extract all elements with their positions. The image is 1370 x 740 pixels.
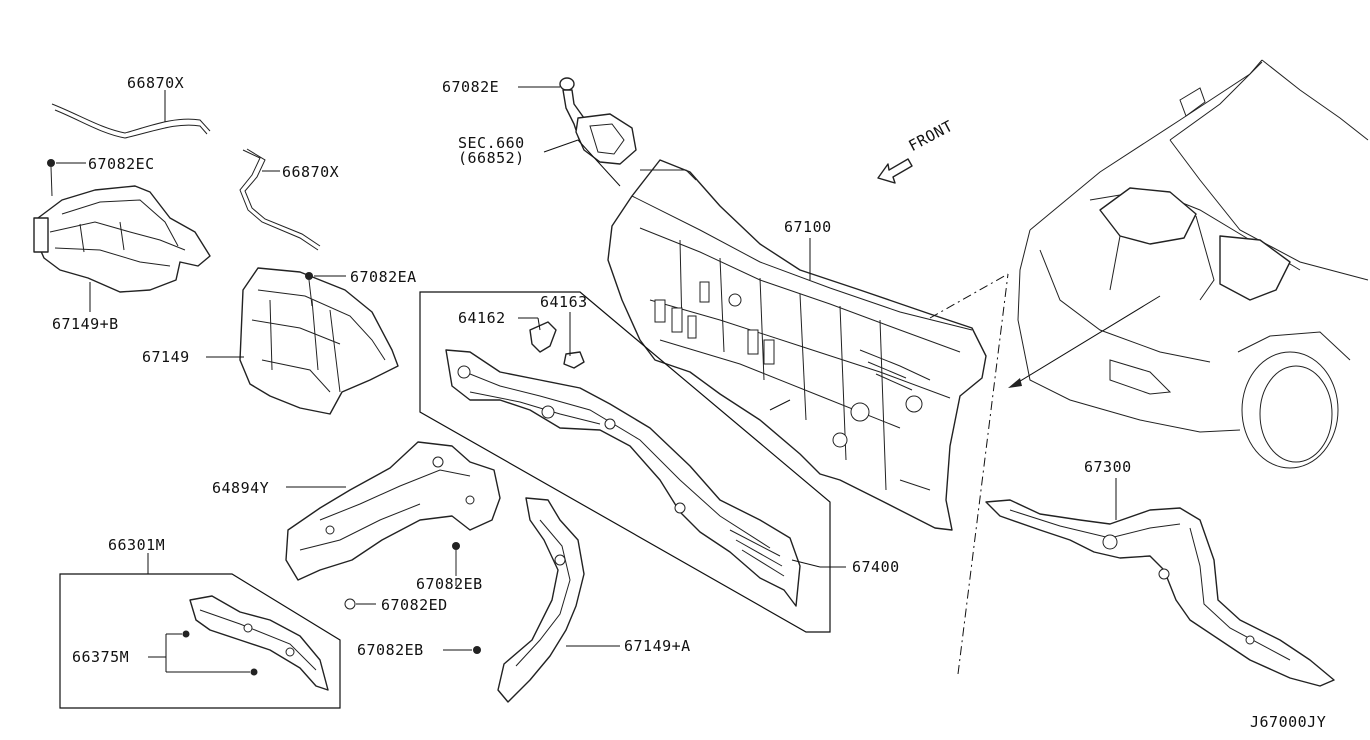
callout-line-upper (929, 273, 1009, 319)
label-67149b: 67149+B (52, 315, 119, 333)
part-64163 (563, 351, 585, 369)
clip-67082ea (305, 272, 313, 307)
part-66301m (189, 595, 329, 691)
label-66870x-top: 66870X (127, 74, 185, 92)
part-67149a (497, 497, 585, 703)
label-66852: (66852) (458, 149, 525, 167)
clip-67082eb-mid (452, 542, 460, 576)
label-67082ea: 67082EA (350, 268, 417, 286)
label-67300: 67300 (1084, 458, 1132, 476)
vehicle-illustration (1008, 59, 1369, 469)
part-67300 (985, 499, 1335, 687)
clip-67082ed (344, 598, 356, 610)
label-67082e: 67082E (442, 78, 500, 96)
diagram-code: J67000JY (1250, 713, 1327, 731)
part-67100 (607, 159, 987, 531)
part-64894y (285, 441, 501, 581)
label-67082eb-low: 67082EB (357, 641, 424, 659)
part-66870x-mid-strip (239, 148, 321, 251)
group-frame-67400 (419, 291, 831, 633)
part-sec660-bracket (575, 113, 637, 165)
clip-67082eb-low (473, 646, 481, 654)
label-66870x-mid: 66870X (282, 163, 340, 181)
label-64894y: 64894Y (212, 479, 270, 497)
label-64162: 64162 (458, 309, 506, 327)
part-67149b (33, 185, 211, 293)
label-67149: 67149 (142, 348, 190, 366)
label-sec660: SEC.660 (458, 134, 525, 152)
part-67149 (239, 267, 399, 415)
part-67400 (445, 349, 801, 607)
label-66375m: 66375M (72, 648, 130, 666)
front-arrow-icon (877, 158, 913, 184)
clip-66375m (182, 630, 258, 676)
clip-67082ec (47, 159, 55, 197)
label-67082eb-mid: 67082EB (416, 575, 483, 593)
label-66301m: 66301M (108, 536, 166, 554)
label-67082ed: 67082ED (381, 596, 448, 614)
label-67082ec: 67082EC (88, 155, 155, 173)
part-64162 (529, 321, 557, 353)
leader-lines (56, 86, 1117, 673)
label-67400: 67400 (852, 558, 900, 576)
label-67100: 67100 (784, 218, 832, 236)
label-64163: 64163 (540, 293, 588, 311)
group-frame-66301m (59, 573, 341, 709)
label-67149a: 67149+A (624, 637, 691, 655)
part-66870x-top-strip (51, 103, 211, 139)
